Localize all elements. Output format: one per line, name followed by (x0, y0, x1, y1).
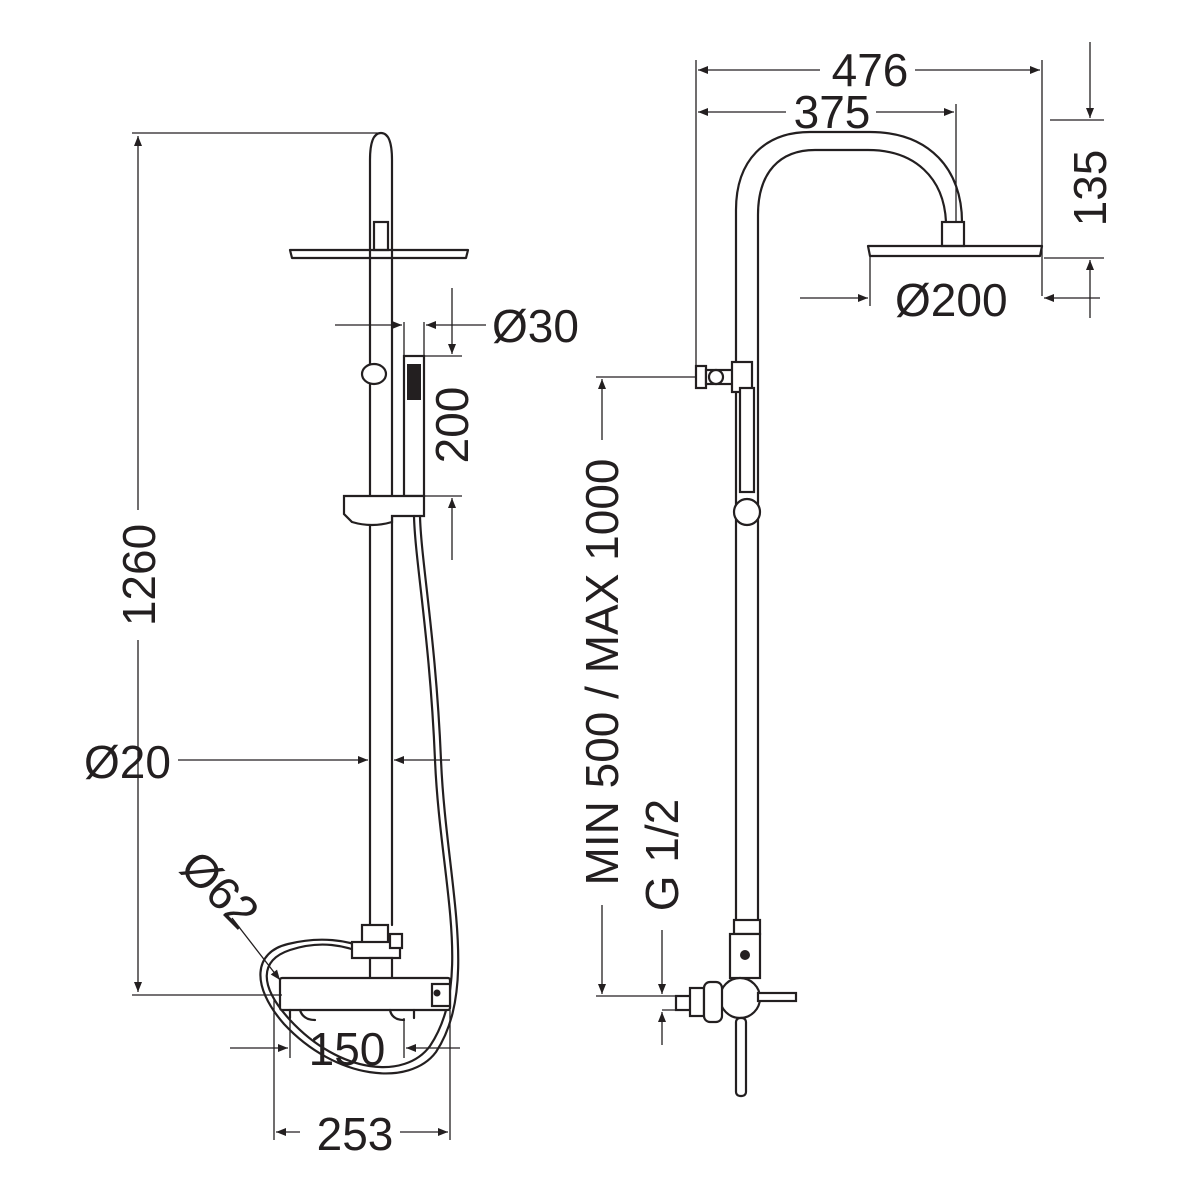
hand-shower-side (738, 386, 756, 494)
valve-indicator (433, 989, 441, 997)
gooseneck-arm (734, 130, 964, 927)
dim-head-diameter: Ø200 (895, 274, 1008, 326)
dim-valve-width: 253 (317, 1108, 394, 1160)
valve-connector (368, 956, 394, 982)
inlet-nut (688, 986, 706, 1018)
mixer-lever (756, 991, 798, 1003)
overhead-shower-head-side (866, 244, 1044, 258)
inlet-escutcheon (702, 980, 724, 1024)
mixer-body (718, 976, 762, 1020)
dim-arm-height: 135 (1064, 150, 1116, 227)
riser-pipe (368, 131, 394, 927)
hand-shower-nozzle (407, 364, 421, 400)
dim-riser-diameter: Ø20 (84, 736, 171, 788)
valve-handle-end (430, 982, 452, 1008)
wall-bracket (694, 364, 708, 390)
dim-hand-shower-diameter: Ø30 (492, 300, 579, 352)
dim-thread: G 1/2 (636, 799, 688, 912)
slider-holder (342, 494, 426, 527)
shower-hose (265, 514, 454, 1069)
slider-knob (732, 497, 762, 527)
mixer-bottom (734, 1016, 748, 1098)
holder-ring (360, 362, 388, 386)
overhead-shower-head (288, 248, 470, 260)
dim-arm-reach: 476 (832, 44, 909, 96)
dim-total-height: 1260 (113, 524, 165, 626)
dim-head-offset: 375 (794, 86, 871, 138)
side-view-dimensions: 476 375 135 Ø200 MIN 500 / MAX 1000 G 1/… (576, 42, 1116, 1045)
thermostatic-valve (278, 976, 452, 1012)
diverter-knob (388, 932, 404, 950)
side-view (674, 130, 1044, 1098)
front-view (259, 131, 470, 1075)
head-connector-side (940, 220, 966, 248)
dim-hand-shower-length: 200 (426, 387, 478, 464)
dim-valve-body-diameter: Ø62 (171, 840, 269, 938)
dim-adjustable-height: MIN 500 / MAX 1000 (576, 459, 628, 886)
mixer-nut (732, 918, 762, 936)
head-connector (372, 220, 390, 252)
dim-inlet-centers: 150 (309, 1023, 386, 1075)
